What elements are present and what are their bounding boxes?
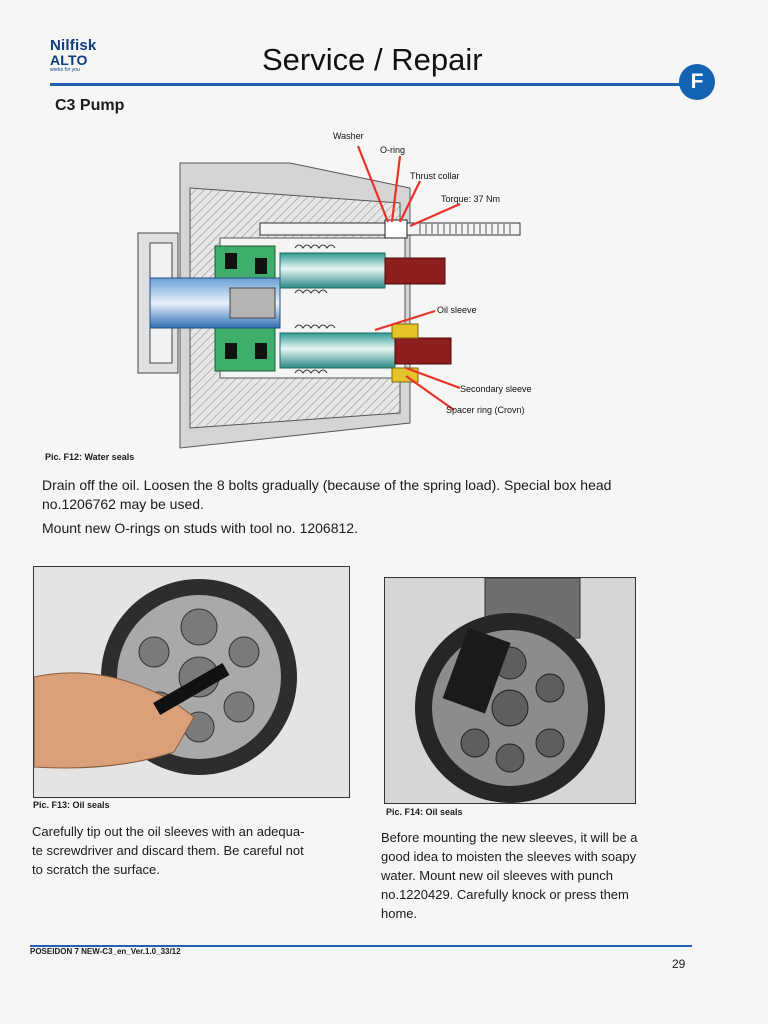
f14-text-line: water. Mount new oil sleeves with punch	[381, 868, 613, 883]
label-oil-sleeve: Oil sleeve	[437, 305, 477, 315]
oil-sleeve-mounting-photo	[385, 578, 635, 803]
f14-text-line: Before mounting the new sleeves, it will…	[381, 830, 638, 845]
oil-seal-removal-photo	[34, 567, 349, 797]
instruction-line2: no.1206762 may be used.	[42, 496, 204, 512]
f14-text-line: no.1220429. Carefully knock or press the…	[381, 887, 629, 902]
label-spacer-ring: Spacer ring (Crovn)	[446, 405, 525, 415]
caption-f12: Pic. F12: Water seals	[45, 452, 135, 462]
label-torque: Torque: 37 Nm	[441, 194, 501, 204]
f14-text-line: good idea to moisten the sleeves with so…	[381, 849, 637, 864]
footer-divider	[30, 945, 692, 947]
caption-f14: Pic. F14: Oil seals	[386, 807, 463, 817]
logo-tagline: works for you	[50, 67, 80, 73]
logo-line1: Nilfisk	[50, 37, 97, 54]
label-thrust-collar: Thrust collar	[410, 171, 460, 181]
label-o-ring: O-ring	[380, 145, 406, 155]
page-title: Service / Repair	[262, 42, 483, 77]
f14-text-line: home.	[381, 906, 418, 921]
caption-f13: Pic. F13: Oil seals	[33, 800, 110, 810]
instruction-line3: Mount new O-rings on studs with tool no.…	[42, 520, 358, 536]
instruction-line1: Drain off the oil. Loosen the 8 bolts gr…	[42, 477, 612, 493]
label-washer: Washer	[333, 131, 364, 141]
photo-f14-text: Before mounting the new sleeves, it will…	[381, 828, 638, 923]
page-number: 29	[672, 957, 686, 971]
pump-cross-section-diagram: Washer O-ring Thrust collar Torque: 37 N…	[130, 128, 560, 458]
f13-text-line: to scratch the surface.	[32, 862, 160, 877]
logo-line2: ALTO	[50, 52, 88, 68]
f13-text-line: te screwdriver and discard them. Be care…	[32, 843, 304, 858]
photo-f14-oil-seals	[384, 577, 636, 804]
header-divider	[50, 83, 714, 86]
nilfisk-alto-logo: Nilfisk ALTO works for you	[50, 38, 96, 73]
f13-text-line: Carefully tip out the oil sleeves with a…	[32, 824, 305, 839]
photo-f13-oil-seals	[33, 566, 350, 798]
footer-doc-id: POSEIDON 7 NEW-C3_en_Ver.1.0_33/12	[30, 947, 181, 956]
pump-cross-section-drawing	[137, 145, 521, 449]
section-title: C3 Pump	[55, 97, 125, 114]
photo-f13-text: Carefully tip out the oil sleeves with a…	[32, 822, 304, 879]
section-badge: F	[679, 64, 715, 100]
label-secondary-sleeve: Secondary sleeve	[460, 384, 532, 394]
